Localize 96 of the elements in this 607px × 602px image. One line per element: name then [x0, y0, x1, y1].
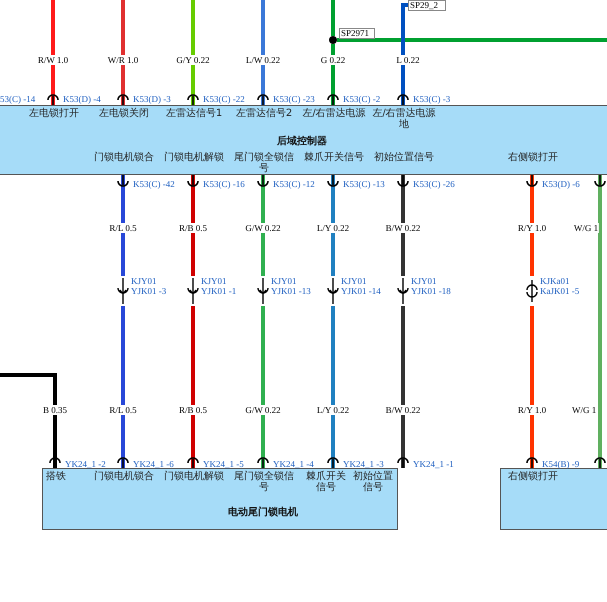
connector-code: K53(C) -26: [413, 179, 455, 189]
wire-label: R/B 0.5: [178, 405, 208, 415]
connector-code: YK24_1 -3: [343, 459, 384, 469]
wire: [401, 3, 408, 105]
connector-code: K53(C) -23: [273, 94, 315, 104]
connector-code: KJKa01 KaJK01 -5: [540, 276, 580, 296]
splice-tag: SP2971: [339, 28, 375, 39]
wire-label: B/W 0.22: [384, 223, 422, 233]
pin-name: 门锁电机锁合: [93, 152, 155, 163]
wire: [121, 175, 125, 276]
wire-label: B 0.35: [42, 405, 68, 415]
pin-name: 棘爪开关信号: [305, 471, 347, 493]
connector-code: KJY01 YJK01 -18: [411, 276, 452, 296]
wire: [261, 0, 265, 105]
wire-label: G/W 0.22: [244, 405, 282, 415]
wire-label: W/G 1: [572, 405, 596, 415]
connector-code: KJY01 YJK01 -3: [131, 276, 168, 296]
wire: [191, 306, 195, 468]
pin-name: 左雷达信号1: [164, 108, 224, 119]
motor-box: [42, 468, 398, 530]
connector-code: YK24_1 -5: [203, 459, 244, 469]
pin-name: 左/右雷达电源: [302, 108, 366, 119]
wire: [331, 0, 335, 36]
controller-box: [0, 105, 607, 175]
pin-name: 左/右雷达电源地: [372, 108, 436, 130]
wire-label: R/Y 1.0: [516, 405, 548, 415]
connector-code: K53(C) -42: [133, 179, 175, 189]
connector-code: YK24_1 -2: [65, 459, 106, 469]
wire-label: R/W 1.0: [36, 55, 70, 65]
pin-name: 门锁电机锁合: [93, 471, 155, 482]
pin-name: 尾门锁全锁信号: [233, 152, 295, 174]
connector-code: 53(C) -14: [0, 94, 36, 104]
wire: [121, 0, 125, 105]
pin-name: 尾门锁全锁信号: [233, 471, 295, 493]
wire-label: R/L 0.5: [108, 405, 138, 415]
connector-code: K53(C) -16: [203, 179, 245, 189]
wire: [331, 306, 335, 468]
wire-label: W/G 1: [572, 223, 600, 233]
box-title: 电动尾门锁电机: [227, 507, 299, 519]
connector-code: K53(D) -4: [63, 94, 101, 104]
wire-label: B/W 0.22: [384, 405, 422, 415]
wire-label: G/Y 0.22: [175, 55, 211, 65]
connector-code: K53(D) -6: [542, 179, 580, 189]
connector-code: KJY01 YJK01 -13: [271, 276, 312, 296]
pin-name: 左电锁关闭: [98, 108, 150, 119]
wire-label: G/W 0.22: [244, 223, 282, 233]
wire: [401, 175, 405, 276]
wire-label: L/Y 0.22: [316, 405, 350, 415]
pin-name: 初始位置信号: [353, 471, 393, 493]
wire-label: L/W 0.22: [244, 55, 282, 65]
wire: [598, 175, 602, 468]
pin-name: 右侧锁打开: [507, 152, 559, 163]
wire: [0, 373, 57, 468]
wire: [401, 306, 405, 468]
connector-code: K53(C) -3: [413, 94, 450, 104]
wire: [530, 175, 534, 276]
splice-dot: [329, 36, 337, 44]
splice-tag: SP29_2: [408, 0, 446, 11]
wire: [530, 306, 534, 468]
connector-code: K53(D) -3: [133, 94, 171, 104]
pin-name: 门锁电机解锁: [163, 471, 225, 482]
pin-name: 右侧锁打开: [507, 471, 559, 482]
wire: [331, 175, 335, 276]
wire-label: W/R 1.0: [106, 55, 140, 65]
connector-code: K53(C) -13: [343, 179, 385, 189]
pin-name: 搭铁: [45, 471, 67, 482]
connector-code: YK24_1 -4: [273, 459, 314, 469]
connector-code: K53(C) -12: [273, 179, 315, 189]
connector-code: KJY01 YJK01 -1: [201, 276, 238, 296]
wire-label: L/Y 0.22: [316, 223, 350, 233]
box-title: 后域控制器: [276, 136, 328, 148]
pin-name: 左雷达信号2: [234, 108, 294, 119]
connector-code: K53(C) -22: [203, 94, 245, 104]
wire: [261, 306, 265, 468]
pin-name: 门锁电机解锁: [163, 152, 225, 163]
wire-label: G 0.22: [320, 55, 346, 65]
pin-name: 左电锁打开: [28, 108, 80, 119]
wire: [261, 175, 265, 276]
pin-name: 棘爪开关信号: [303, 152, 365, 163]
wire-label: R/B 0.5: [178, 223, 208, 233]
pin-name: 初始位置信号: [373, 152, 435, 163]
wire: [337, 38, 607, 42]
wire-label: R/Y 1.0: [516, 223, 548, 233]
connector-code: K53(C) -2: [343, 94, 380, 104]
wire: [51, 0, 55, 105]
connector-code: KJY01 YJK01 -14: [341, 276, 382, 296]
wire: [191, 0, 195, 105]
connector-code: YK24_1 -6: [133, 459, 174, 469]
connector-code: YK24_1 -1: [413, 459, 454, 469]
wire: [121, 306, 125, 468]
wire-label: R/L 0.5: [108, 223, 138, 233]
wire-label: L 0.22: [395, 55, 421, 65]
wire: [331, 44, 335, 105]
connector-code: K54(B) -9: [542, 459, 580, 469]
wire: [191, 175, 195, 276]
module-box: [500, 468, 607, 530]
